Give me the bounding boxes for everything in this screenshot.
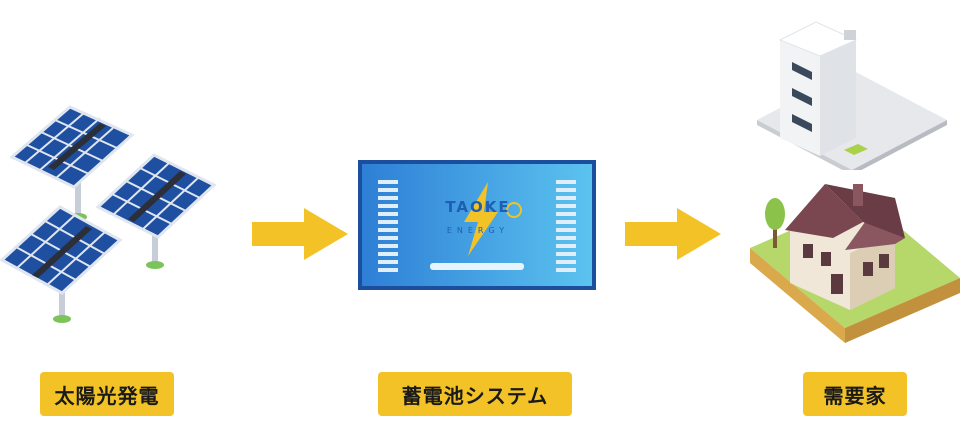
solar-panel-icon [95,153,217,269]
label-solar-power: 太陽光発電 [40,372,174,416]
solar-panel-icon [9,105,135,221]
office-building-icon [757,21,947,170]
label-battery-system: 蓄電池システム [378,372,572,416]
solar-panel-icon [0,205,123,323]
battery-icon: TAOKE ENERGY [358,160,596,290]
battery-brand-name: TAOKE [445,198,511,216]
label-consumer: 需要家 [803,372,907,416]
battery-brand-tagline: ENERGY [446,226,510,235]
arrow-right-icon [252,208,348,260]
house-icon [750,184,960,343]
arrow-right-icon [625,208,721,260]
solar-panels-illustration [0,105,217,323]
